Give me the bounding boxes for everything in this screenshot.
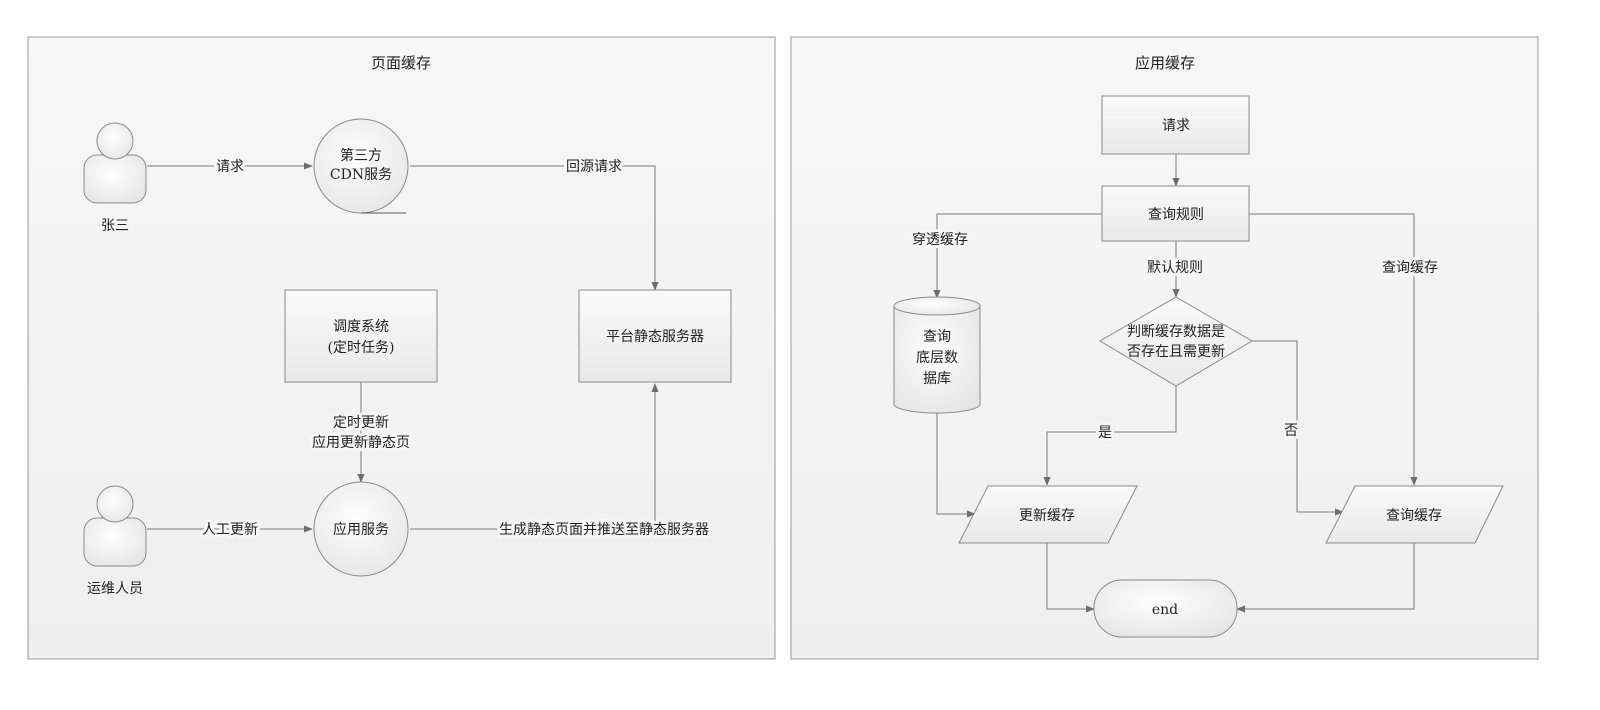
node-cdn-line2: CDN服务: [330, 167, 392, 183]
edge-yes: [1043, 386, 1177, 486]
panel-page-cache-title: 页面缓存: [371, 54, 431, 72]
node-request-label: 请求: [1162, 118, 1190, 134]
node-query-cache: 查询缓存: [1325, 485, 1504, 544]
node-platform-static-server: 平台静态服务器: [578, 289, 732, 383]
node-request: 请求: [1101, 95, 1250, 155]
edge-no-label: 否: [1284, 423, 1298, 439]
edge-generate-label: 生成静态页面并推送至静态服务器: [499, 522, 709, 538]
node-decision-line1: 判断缓存数据是: [1127, 324, 1225, 340]
edge-request-label: 请求: [216, 159, 244, 175]
edge-origin-request: [410, 165, 659, 291]
edge-schedule-label1: 定时更新: [333, 415, 389, 431]
node-decision: 判断缓存数据是 否存在且需更新: [1099, 296, 1253, 387]
edge-query-cache: [1249, 213, 1418, 486]
edge-origin-label: 回源请求: [566, 159, 622, 175]
node-update-cache: 更新缓存: [958, 485, 1138, 544]
node-app-service: 应用服务: [313, 481, 409, 577]
actor-zhangsan-label: 张三: [101, 218, 129, 234]
edge-default-label: 默认规则: [1147, 260, 1203, 276]
node-end-label: end: [1152, 602, 1178, 618]
node-platform-label: 平台静态服务器: [606, 329, 704, 345]
edge-generate-push: [410, 383, 659, 530]
panel-page-cache: 页面缓存 张三 运维人员 第三方 CDN服务 调度系统 (: [27, 36, 776, 660]
edge-query-cache-label: 查询缓存: [1382, 260, 1438, 276]
node-scheduler-line1: 调度系统: [333, 319, 389, 335]
panel-app-cache: 应用缓存 请求 查询规则 查询 底层数 据库: [790, 36, 1539, 660]
edge-penetrate-label: 穿透缓存: [912, 232, 968, 248]
node-update-cache-label: 更新缓存: [1019, 508, 1075, 524]
edge-query-to-end: [1236, 543, 1415, 613]
node-scheduler: 调度系统 (定时任务): [284, 289, 438, 383]
edge-db-to-update: [936, 412, 976, 518]
node-app-service-label: 应用服务: [333, 521, 389, 538]
actor-zhangsan-icon: [83, 122, 147, 204]
node-decision-line2: 否存在且需更新: [1127, 344, 1225, 360]
actor-ops-label: 运维人员: [87, 581, 143, 597]
panel-app-cache-title: 应用缓存: [1135, 54, 1195, 72]
node-query-rule-label: 查询规则: [1148, 207, 1204, 223]
node-query-cache-label: 查询缓存: [1386, 508, 1442, 524]
node-cdn-line1: 第三方: [340, 147, 382, 164]
edge-yes-label: 是: [1098, 425, 1112, 441]
node-cdn-service: 第三方 CDN服务: [313, 118, 409, 214]
node-scheduler-line2: (定时任务): [328, 340, 395, 356]
node-database-icon: 查询 底层数 据库: [893, 296, 981, 414]
node-db-line1: 查询: [923, 329, 951, 345]
node-db-line2: 底层数: [916, 350, 958, 366]
edge-manual-label: 人工更新: [202, 522, 258, 538]
edge-update-to-end: [1046, 543, 1095, 613]
edge-schedule-label2: 应用更新静态页: [312, 434, 410, 451]
node-db-line3: 据库: [923, 371, 951, 387]
edge-no: [1252, 340, 1344, 516]
node-query-rule: 查询规则: [1101, 185, 1250, 242]
edge-penetrate-cache: [933, 213, 1102, 299]
actor-ops-icon: [83, 485, 147, 567]
node-end: end: [1093, 579, 1238, 638]
